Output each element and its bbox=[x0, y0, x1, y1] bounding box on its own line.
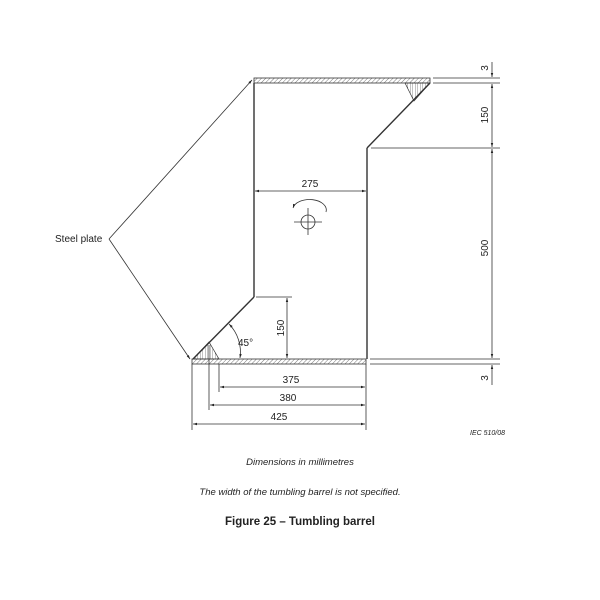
steel-plate-leader-bottom bbox=[108, 238, 191, 360]
angle-label: 45° bbox=[238, 338, 253, 349]
barrel-outline bbox=[192, 82, 431, 360]
source-reference: IEC 510/08 bbox=[470, 430, 505, 437]
rotation-axis-icon bbox=[292, 199, 327, 235]
steel-plate-leader-top bbox=[108, 79, 253, 240]
dim-375-label: 375 bbox=[283, 375, 300, 386]
dim-3-top-label: 3 bbox=[480, 65, 491, 71]
bottom-plate bbox=[191, 358, 367, 365]
dim-380-label: 380 bbox=[280, 393, 297, 404]
note-caption: The width of the tumbling barrel is not … bbox=[199, 487, 401, 498]
bottom-weld bbox=[192, 341, 220, 360]
dim-275-label: 275 bbox=[302, 179, 319, 190]
units-caption: Dimensions in millimetres bbox=[246, 457, 354, 468]
dim-150-upper-label: 150 bbox=[480, 106, 491, 123]
dim-425-label: 425 bbox=[271, 412, 288, 423]
steel-plate-label: Steel plate bbox=[55, 234, 103, 245]
dim-3-bottom-label: 3 bbox=[480, 375, 491, 381]
figure-title: Figure 25 – Tumbling barrel bbox=[225, 516, 375, 528]
dim-500-label: 500 bbox=[480, 239, 491, 256]
dim-150-lower-label: 150 bbox=[276, 319, 287, 336]
angle-arc bbox=[228, 323, 242, 359]
top-plate bbox=[253, 77, 431, 84]
top-weld bbox=[404, 82, 431, 102]
